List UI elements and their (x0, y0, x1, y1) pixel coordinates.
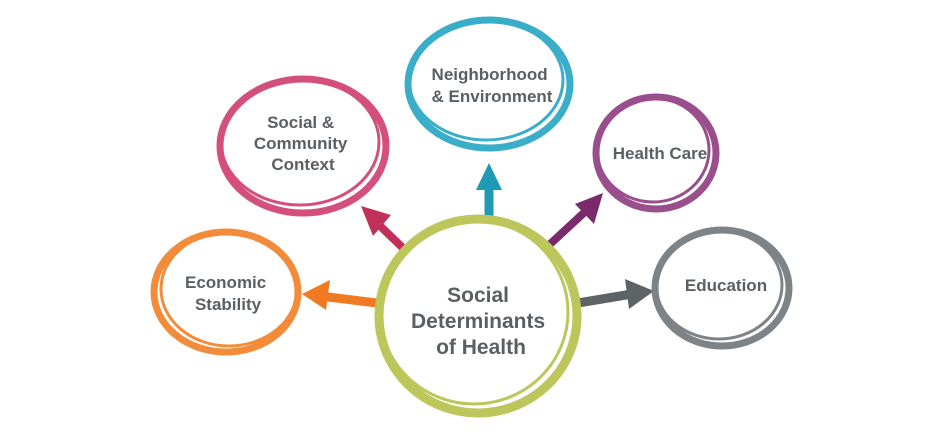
node-education: Education (651, 226, 793, 350)
label-education-line-1: Education (685, 276, 767, 295)
circle-stroke-neighborhood-environment (407, 18, 565, 142)
label-health-care-line-1: Health Care (613, 144, 707, 163)
circle-stroke-social-community-context (219, 77, 381, 207)
arrow-head-social-community-context (361, 206, 391, 236)
center-label-line-2: Determinants (411, 310, 545, 333)
arrow-education (567, 279, 654, 309)
node-economic-stability: Economic Stability (150, 228, 302, 356)
arrow-health-care (544, 193, 603, 250)
circle-stroke-health-care (595, 96, 711, 204)
arrow-head-economic-stability (302, 280, 330, 310)
svg-text:Education: Education (685, 276, 767, 295)
svg-text:Health Care: Health Care (613, 144, 707, 163)
arrow-shaft-economic-stability (315, 291, 390, 309)
center-circle-stroke (378, 218, 570, 406)
label-neighborhood-environment-line-2: & Environment (432, 87, 553, 106)
arrow-shaft-health-care (544, 205, 592, 250)
label-economic-stability-line-1: Economic (185, 273, 266, 292)
arrow-shaft-education (567, 289, 637, 309)
node-social-community-context: Social & Community Context (216, 75, 390, 217)
circle-stroke-education (654, 229, 784, 341)
arrow-social-community-context (361, 206, 409, 254)
svg-text:Neighborhood & Environme: Neighborhood & Environment (432, 65, 553, 106)
center-label-line-3: of Health (436, 336, 526, 359)
svg-text:Economic Stability: Economic Stability (185, 273, 271, 314)
circle-stroke-economic-stability (159, 230, 299, 348)
node-health-care: Health Care (592, 93, 720, 213)
arrow-head-health-care (575, 193, 603, 224)
circle-neighborhood-environment (404, 16, 574, 152)
center-label-line-1: Social (447, 284, 509, 307)
label-neighborhood-environment-line-1: Neighborhood (432, 65, 548, 84)
svg-text:Social & Community: Social & Community Context (254, 113, 352, 174)
label-economic-stability-line-2: Stability (195, 295, 262, 314)
arrows (302, 163, 654, 310)
node-neighborhood-environment: Neighborhood & Environment (404, 16, 574, 152)
svg-text:Social Determinants: Social Determinants of Health (411, 284, 551, 359)
label-social-community-context-line-1: Social & (267, 113, 334, 132)
arrow-economic-stability (302, 280, 390, 310)
label-social-community-context-line-3: Context (271, 155, 335, 174)
arrow-head-neighborhood-environment (476, 163, 502, 190)
center-node: Social Determinants of Health (374, 214, 582, 418)
arrow-head-education (625, 279, 654, 309)
label-social-community-context-line-2: Community (254, 134, 348, 153)
